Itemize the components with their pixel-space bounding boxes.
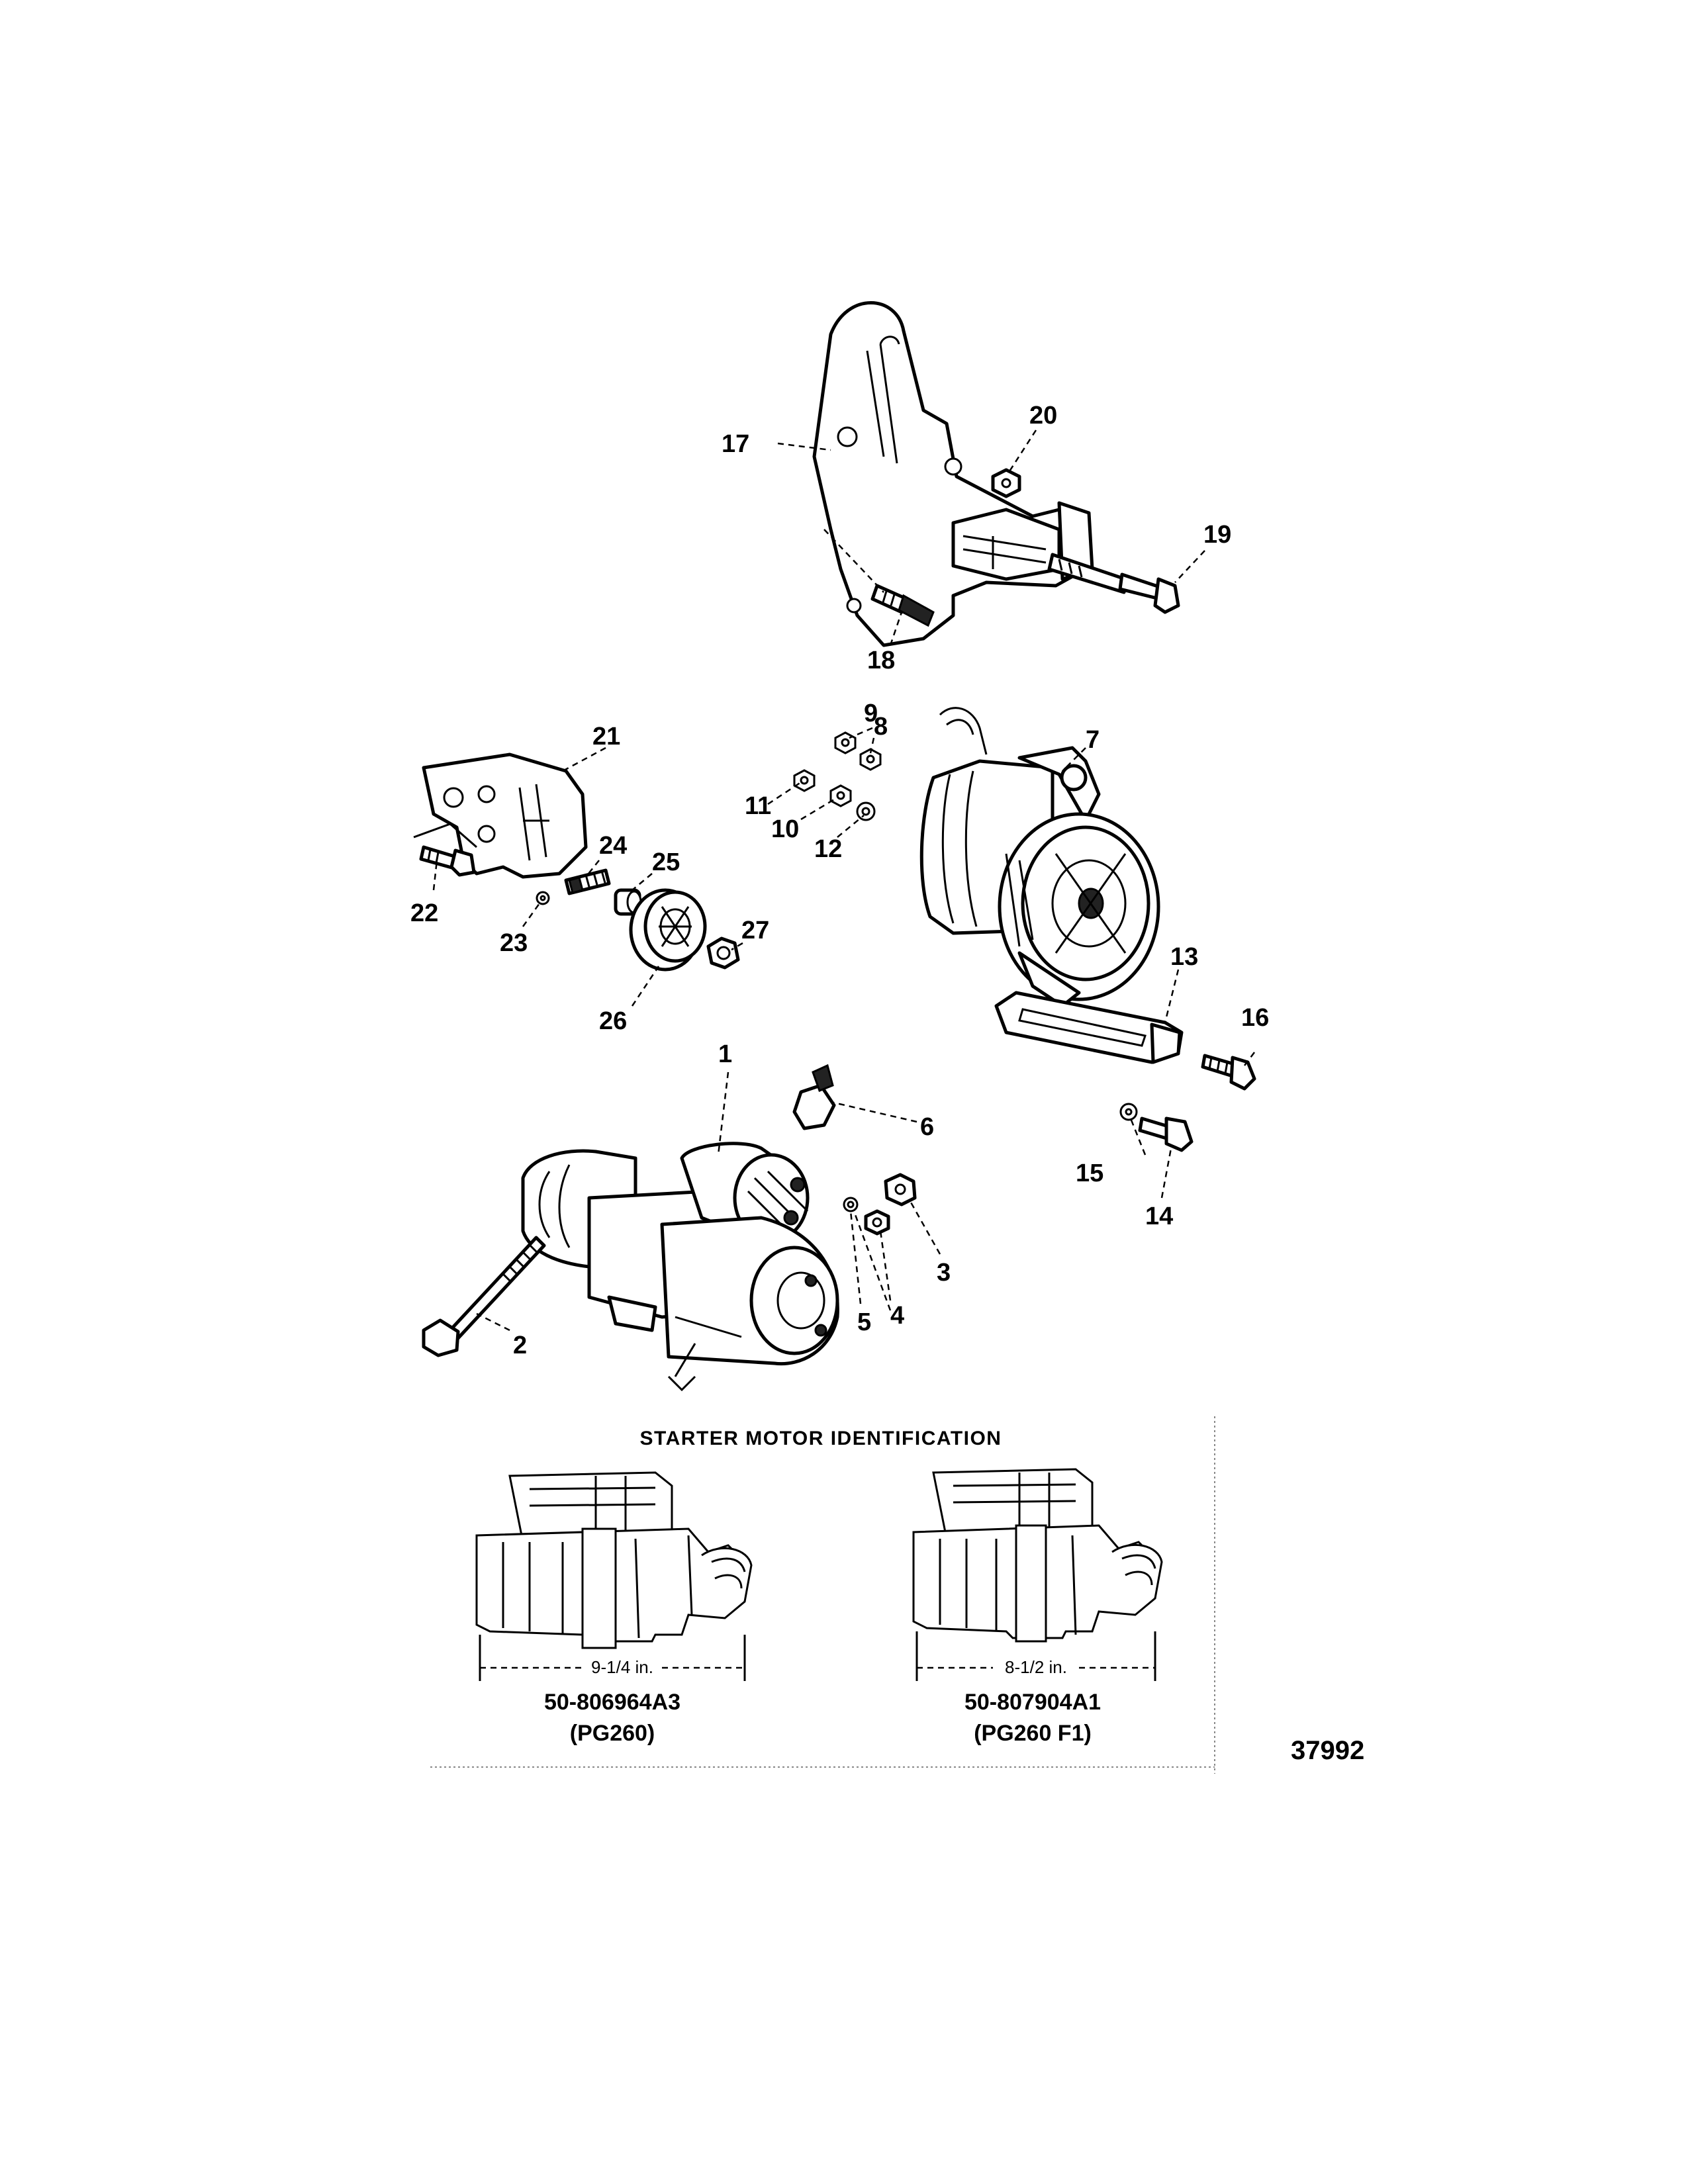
part-22-bolt [419, 845, 476, 877]
callout-4: 4 [890, 1302, 904, 1330]
callout-24: 24 [599, 832, 627, 860]
part-16-bolt [1201, 1054, 1256, 1091]
callout-16: 16 [1241, 1004, 1269, 1032]
callout-17: 17 [722, 430, 749, 458]
leader-lines [432, 430, 1255, 1332]
figure-number: 37992 [1291, 1736, 1364, 1765]
callout-10: 10 [771, 815, 799, 843]
callout-6: 6 [920, 1113, 934, 1141]
callout-22: 22 [410, 899, 438, 927]
part-27-nut [706, 936, 740, 970]
part-11-nut [793, 769, 816, 792]
identification-title: STARTER MOTOR IDENTIFICATION [640, 1428, 1002, 1449]
part-number-right: 50-807904A1 [964, 1690, 1101, 1715]
part-13-adjusting-brace [994, 991, 1184, 1064]
dimension-left-label: 9-1/4 in. [591, 1657, 653, 1677]
part-number-left: 50-806964A3 [544, 1690, 680, 1715]
part-15-washer [1119, 1103, 1138, 1121]
part-23-washer [536, 891, 550, 905]
callout-9: 9 [864, 700, 878, 727]
callout-27: 27 [741, 917, 769, 944]
callout-8: 8 [874, 713, 888, 741]
part-7-alternator [919, 707, 1160, 1008]
part-3-nut [884, 1173, 917, 1206]
callout-1: 1 [718, 1040, 732, 1068]
callout-12: 12 [814, 835, 842, 863]
callout-19: 19 [1203, 521, 1231, 549]
part-19-bolt [1047, 553, 1180, 614]
callout-25: 25 [652, 848, 680, 876]
part-5-washer [843, 1197, 859, 1212]
part-2-through-bolt [422, 1236, 546, 1357]
part-20-nut [991, 468, 1021, 498]
callout-2: 2 [513, 1332, 527, 1359]
part-4-nut [864, 1209, 890, 1236]
callout-26: 26 [599, 1007, 627, 1035]
part-1-starter-motor [521, 1142, 839, 1392]
callout-13: 13 [1170, 943, 1198, 971]
starter-illustration-right [912, 1468, 1163, 1643]
callout-5: 5 [857, 1308, 871, 1336]
part-6-terminal-boot [792, 1064, 836, 1130]
part-10-nut [829, 784, 852, 807]
callout-3: 3 [937, 1259, 951, 1287]
dimension-right: 8-1/2 in. [915, 1631, 1156, 1681]
callout-14: 14 [1145, 1203, 1173, 1230]
part-21-alternator-bracket [413, 752, 588, 879]
dimension-left: 9-1/4 in. [479, 1635, 746, 1681]
callout-23: 23 [500, 929, 528, 957]
part-26-idler-pulley [629, 888, 707, 972]
model-right: (PG260 F1) [974, 1721, 1092, 1746]
starter-illustration-left [475, 1471, 753, 1649]
part-8-nut [859, 748, 882, 771]
starter-identification-panel: STARTER MOTOR IDENTIFICATION 9-1/4 in. 5… [430, 1416, 1215, 1774]
callout-labels: 1 2 3 4 5 6 7 8 9 10 11 12 13 14 15 16 1… [410, 402, 1269, 1359]
part-24-stud [564, 868, 611, 895]
part-17-mounting-bracket [812, 301, 1094, 647]
callout-20: 20 [1029, 402, 1057, 430]
model-left: (PG260) [570, 1721, 655, 1746]
part-14-bolt [1138, 1116, 1194, 1152]
part-18-stud [870, 584, 935, 627]
callout-15: 15 [1076, 1160, 1103, 1187]
part-9-nut [834, 731, 857, 754]
callout-18: 18 [867, 647, 895, 674]
dimension-right-label: 8-1/2 in. [1005, 1657, 1067, 1677]
callout-11: 11 [745, 792, 771, 820]
callout-7: 7 [1086, 726, 1100, 754]
part-12-washer [856, 801, 876, 821]
callout-21: 21 [592, 723, 620, 751]
